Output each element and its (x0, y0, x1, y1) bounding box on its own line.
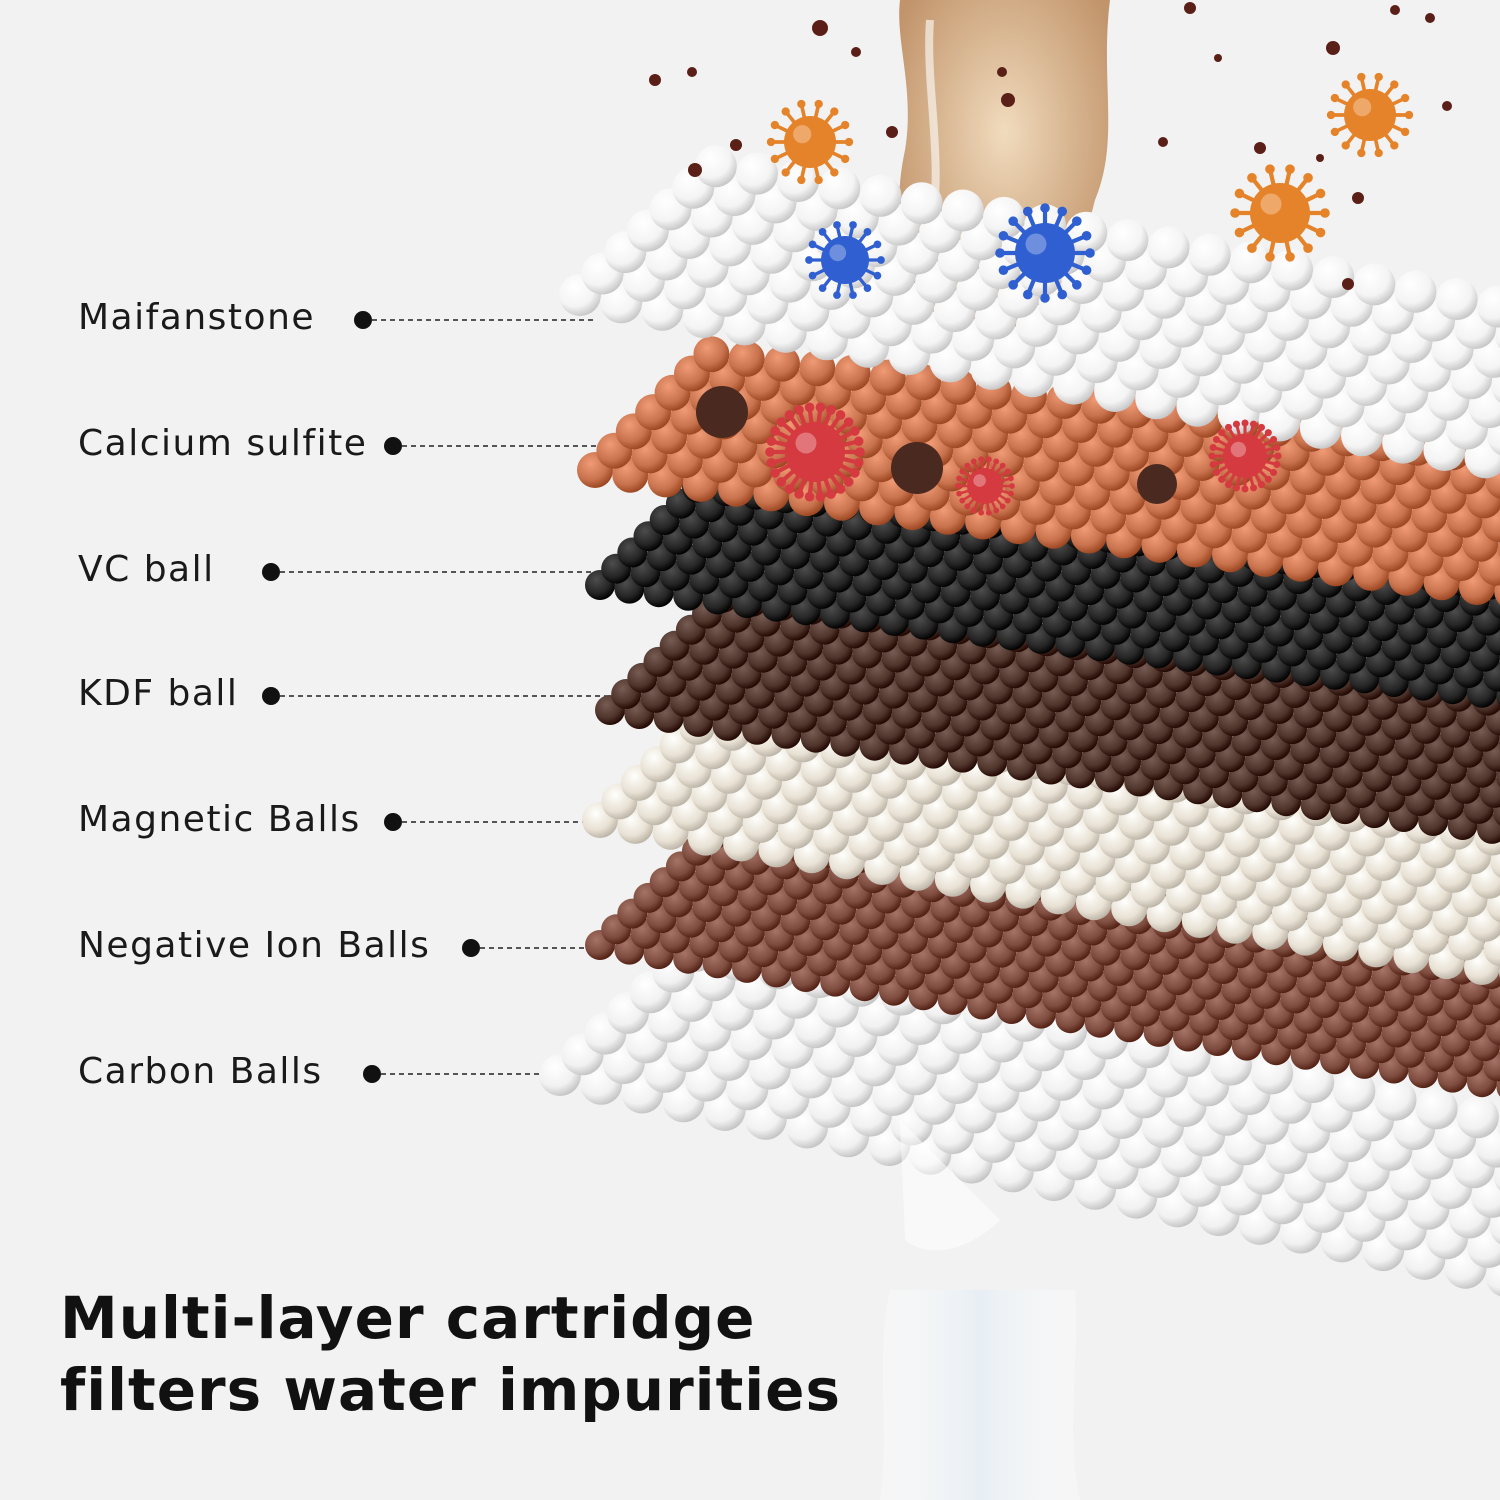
filter-ball (1415, 1087, 1458, 1130)
filter-ball (1333, 1069, 1376, 1112)
virus-blue (995, 203, 1095, 303)
filter-ball (736, 152, 778, 195)
filter-ball (1496, 686, 1500, 707)
sediment-clump (891, 442, 943, 494)
impurity-particle (886, 126, 898, 138)
filter-ball (1312, 256, 1355, 298)
layer-label-5: Magnetic Balls (78, 799, 361, 840)
connector-dot (384, 813, 402, 831)
impurity-particle (1390, 5, 1400, 15)
headline-line-2: filters water impurities (60, 1356, 842, 1424)
impurity-particle (1425, 13, 1435, 23)
headline-line-1: Multi-layer cartridge (60, 1284, 756, 1352)
impurity-particle (730, 139, 742, 151)
filter-ball (1188, 233, 1231, 276)
filter-ball (818, 167, 861, 210)
impurity-particle (851, 47, 861, 57)
filter-ball (982, 196, 1025, 239)
filter-ball (1497, 539, 1500, 557)
layer-label-3: VC ball (78, 549, 215, 590)
filter-ball (1496, 1077, 1500, 1097)
clean-water-stream (880, 1120, 1080, 1500)
connector-dot (262, 563, 280, 581)
filter-ball (1353, 263, 1396, 306)
virus-orange (1326, 72, 1414, 158)
water-splash (900, 1120, 1000, 1251)
connector-dot (354, 311, 372, 329)
filter-ball (693, 336, 730, 373)
connector-dot (462, 939, 480, 957)
impurity-particle (1001, 93, 1015, 107)
layer-label-7: Carbon Balls (78, 1051, 323, 1092)
impurity-particle (1442, 101, 1452, 111)
connector-dot (384, 437, 402, 455)
filter-ball (859, 174, 902, 217)
contaminants (649, 2, 1452, 516)
virus-orange (766, 99, 854, 185)
impurity-particle (1214, 54, 1222, 62)
filter-ball (694, 145, 737, 188)
layer-label-1: Maifanstone (78, 297, 316, 338)
filter-layer-stack (539, 145, 1500, 1297)
filter-ball (1374, 1078, 1417, 1121)
impurity-particle (1352, 192, 1364, 204)
sediment-clump (1137, 464, 1177, 504)
impurity-particle (1158, 137, 1168, 147)
virus-red (1208, 419, 1282, 493)
filter-ball (1229, 241, 1272, 284)
impurity-particle (1326, 41, 1340, 55)
filter-ball (1493, 1161, 1500, 1191)
filter-ball (1435, 278, 1478, 321)
impurity-particle (688, 163, 702, 177)
filter-ball (1147, 226, 1190, 269)
virus-red (955, 456, 1015, 516)
impurity-particle (997, 67, 1007, 77)
filter-ball (1456, 1096, 1499, 1139)
headline: Multi-layer cartridge filters water impu… (60, 1282, 841, 1426)
filter-layer-1 (559, 145, 1500, 479)
impurity-particle (1342, 278, 1354, 290)
virus-blue (805, 221, 885, 299)
connector-dot (262, 687, 280, 705)
filter-ball (1271, 248, 1314, 291)
layer-label-6: Negative Ion Balls (78, 925, 431, 966)
impurity-particle (687, 67, 697, 77)
virus-red (765, 402, 865, 502)
filter-ball (900, 182, 943, 225)
filter-ball (728, 340, 765, 377)
filter-ball (1495, 322, 1500, 349)
impurity-particle (1316, 154, 1324, 162)
virus-orange (1230, 164, 1330, 262)
layer-label-4: KDF ball (78, 673, 239, 714)
layer-label-2: Calcium sulfite (78, 423, 368, 464)
sediment-clump (696, 386, 748, 438)
impurity-particle (1254, 142, 1266, 154)
filter-ball (1476, 285, 1500, 328)
filter-ball (1106, 219, 1149, 262)
connector-dot (363, 1065, 381, 1083)
filter-ball (1292, 1061, 1335, 1104)
impurity-particle (812, 20, 828, 36)
filter-ball (764, 345, 800, 382)
impurity-particle (1184, 2, 1196, 14)
filter-ball (1394, 270, 1437, 313)
filter-layer-3 (585, 472, 1500, 708)
clean-water-column (880, 1290, 1080, 1500)
filter-ball (941, 189, 984, 232)
impurity-particle (649, 74, 661, 86)
